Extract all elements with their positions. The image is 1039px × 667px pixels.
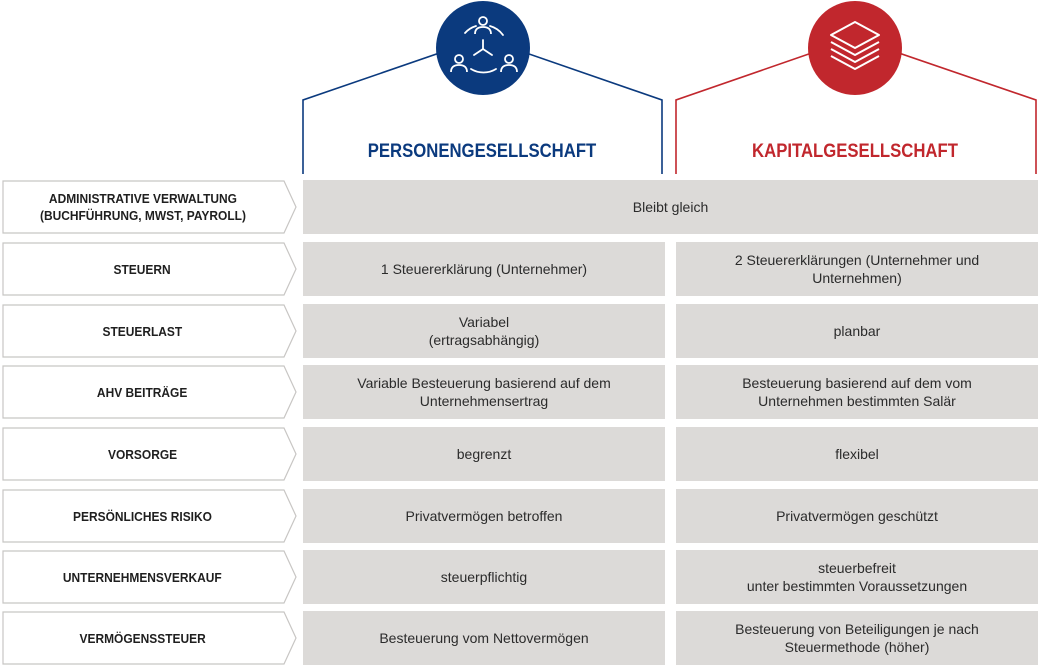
people-network-icon [436, 1, 530, 95]
cell-kapitalgesellschaft: flexibel [676, 427, 1038, 481]
cell-personengesellschaft: Variable Besteuerung basierend auf dem U… [303, 365, 665, 419]
comparison-row: AHV BEITRÄGE Variable Besteuerung basier… [0, 365, 1039, 419]
row-label: AHV BEITRÄGE [2, 365, 297, 419]
comparison-row: STEUERN 1 Steuererklärung (Unternehmer) … [0, 242, 1039, 296]
cell-kapitalgesellschaft: Besteuerung von Beteiligungen je nach St… [676, 611, 1038, 665]
cell-kapitalgesellschaft: Privatvermögen geschützt [676, 489, 1038, 543]
cell-kapitalgesellschaft: 2 Steuererklärungen (Unternehmer und Unt… [676, 242, 1038, 296]
column-title-kapitalgesellschaft: KAPITALGESELLSCHAFT [752, 141, 958, 162]
row-label: UNTERNEHMENSVERKAUF [2, 550, 297, 604]
row-label: VORSORGE [2, 427, 297, 481]
cell-kapitalgesellschaft: Besteuerung basierend auf dem vom Untern… [676, 365, 1038, 419]
cell-kapitalgesellschaft: planbar [676, 304, 1038, 358]
cell-personengesellschaft: begrenzt [303, 427, 665, 481]
cell-personengesellschaft: Variabel (ertragsabhängig) [303, 304, 665, 358]
comparison-row: STEUERLAST Variabel (ertragsabhängig) pl… [0, 304, 1039, 358]
comparison-row: VERMÖGENSSTEUER Besteuerung vom Nettover… [0, 611, 1039, 665]
cell-personengesellschaft: Besteuerung vom Nettovermögen [303, 611, 665, 665]
row-label: STEUERN [2, 242, 297, 296]
cell-personengesellschaft: Privatvermögen betroffen [303, 489, 665, 543]
row-label: PERSÖNLICHES RISIKO [2, 489, 297, 543]
cell-personengesellschaft: 1 Steuererklärung (Unternehmer) [303, 242, 665, 296]
cell-both-columns: Bleibt gleich [303, 180, 1038, 234]
comparison-row: PERSÖNLICHES RISIKO Privatvermögen betro… [0, 489, 1039, 543]
row-label: VERMÖGENSSTEUER [2, 611, 297, 665]
row-label: STEUERLAST [2, 304, 297, 358]
cell-kapitalgesellschaft: steuerbefreit unter bestimmten Vorausset… [676, 550, 1038, 604]
stacked-layers-icon [808, 1, 902, 95]
comparison-row: ADMINISTRATIVE VERWALTUNG (BUCHFÜHRUNG, … [0, 180, 1039, 234]
row-label: ADMINISTRATIVE VERWALTUNG (BUCHFÜHRUNG, … [2, 180, 297, 234]
cell-personengesellschaft: steuerpflichtig [303, 550, 665, 604]
comparison-row: UNTERNEHMENSVERKAUF steuerpflichtig steu… [0, 550, 1039, 604]
comparison-row: VORSORGE begrenzt flexibel [0, 427, 1039, 481]
column-title-personengesellschaft: PERSONENGESELLSCHAFT [367, 141, 597, 162]
